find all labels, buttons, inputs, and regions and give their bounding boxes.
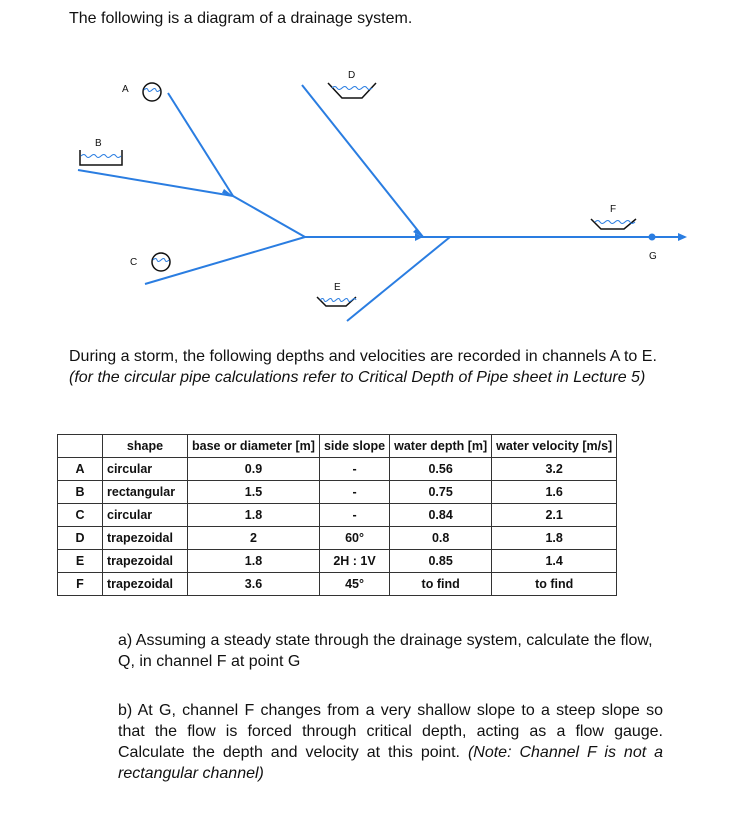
table-cell: 3.6 bbox=[187, 572, 320, 596]
table-cell: 0.85 bbox=[389, 549, 493, 573]
channel-a-line bbox=[167, 92, 234, 197]
channel-b-icon bbox=[79, 150, 123, 166]
row-label-cell: C bbox=[57, 503, 103, 527]
question-b: b) At G, channel F changes from a very s… bbox=[118, 700, 663, 784]
question-b-main: b) At G, channel F changes from a very s… bbox=[118, 702, 663, 761]
point-g-dot bbox=[648, 233, 656, 241]
header-cell: water velocity [m/s] bbox=[491, 434, 618, 458]
table-cell: 0.75 bbox=[389, 480, 493, 504]
arrow-a bbox=[222, 189, 233, 196]
arrow-d bbox=[413, 229, 423, 237]
row-label-cell: E bbox=[57, 549, 103, 573]
channel-a-b-merge-line bbox=[232, 195, 306, 238]
channel-f-icon bbox=[590, 218, 637, 230]
arrow-outflow bbox=[678, 233, 687, 241]
label-c: C bbox=[130, 257, 137, 268]
table-cell: trapezoidal bbox=[102, 526, 188, 550]
header-cell: base or diameter [m] bbox=[187, 434, 320, 458]
table-header-row: shape base or diameter [m] side slope wa… bbox=[57, 434, 618, 458]
table-cell: 2H : 1V bbox=[318, 549, 391, 573]
drainage-diagram: A B C D E F G bbox=[77, 70, 687, 322]
table-cell: trapezoidal bbox=[102, 549, 188, 573]
table-cell: - bbox=[318, 480, 391, 504]
table-cell: 0.8 bbox=[389, 526, 493, 550]
row-label-cell: B bbox=[57, 480, 103, 504]
table-cell: 1.8 bbox=[491, 526, 618, 550]
table-cell: circular bbox=[102, 503, 188, 527]
table-cell: 2.1 bbox=[491, 503, 618, 527]
table-cell: 1.5 bbox=[187, 480, 320, 504]
pipe-c-icon bbox=[151, 252, 171, 272]
table-cell: 0.84 bbox=[389, 503, 493, 527]
table-cell: 45° bbox=[318, 572, 391, 596]
label-e: E bbox=[334, 282, 341, 293]
header-cell bbox=[57, 434, 103, 458]
table-cell: trapezoidal bbox=[102, 572, 188, 596]
pipe-a-icon bbox=[142, 82, 162, 102]
header-cell: side slope bbox=[318, 434, 391, 458]
table-cell: 0.56 bbox=[389, 457, 493, 481]
label-d: D bbox=[348, 70, 355, 81]
table-cell: 1.4 bbox=[491, 549, 618, 573]
channel-b-line bbox=[77, 169, 234, 197]
table-cell: 60° bbox=[318, 526, 391, 550]
table-cell: to find bbox=[491, 572, 618, 596]
channel-data-table: shape base or diameter [m] side slope wa… bbox=[57, 434, 618, 596]
table-cell: - bbox=[318, 457, 391, 481]
table-cell: 1.8 bbox=[187, 503, 320, 527]
table-cell: 1.8 bbox=[187, 549, 320, 573]
table-cell: 1.6 bbox=[491, 480, 618, 504]
description-note: (for the circular pipe calculations refe… bbox=[69, 369, 646, 386]
table-cell: circular bbox=[102, 457, 188, 481]
intro-text: The following is a diagram of a drainage… bbox=[69, 10, 413, 27]
channel-e-line bbox=[346, 236, 451, 322]
table-cell: 0.9 bbox=[187, 457, 320, 481]
label-b: B bbox=[95, 138, 102, 149]
label-a: A bbox=[122, 84, 129, 95]
header-cell: shape bbox=[102, 434, 188, 458]
table-cell: rectangular bbox=[102, 480, 188, 504]
channel-e-icon bbox=[316, 296, 357, 307]
table-cell: to find bbox=[389, 572, 493, 596]
question-b-note: (Note: Channel F is not a rectangular ch… bbox=[118, 744, 664, 782]
header-cell: water depth [m] bbox=[389, 434, 493, 458]
description-main: During a storm, the following depths and… bbox=[69, 348, 657, 365]
description-paragraph: During a storm, the following depths and… bbox=[69, 346, 669, 388]
channel-c-line bbox=[144, 236, 306, 285]
label-g: G bbox=[649, 251, 657, 262]
table-cell: 3.2 bbox=[491, 457, 618, 481]
table-cell: - bbox=[318, 503, 391, 527]
arrow-f bbox=[415, 233, 423, 241]
row-label-cell: A bbox=[57, 457, 103, 481]
channel-d-icon bbox=[327, 82, 377, 99]
label-f: F bbox=[610, 204, 616, 215]
channel-d-line bbox=[301, 84, 424, 238]
table-cell: 2 bbox=[187, 526, 320, 550]
question-a: a) Assuming a steady state through the d… bbox=[118, 632, 653, 670]
row-label-cell: D bbox=[57, 526, 103, 550]
row-label-cell: F bbox=[57, 572, 103, 596]
